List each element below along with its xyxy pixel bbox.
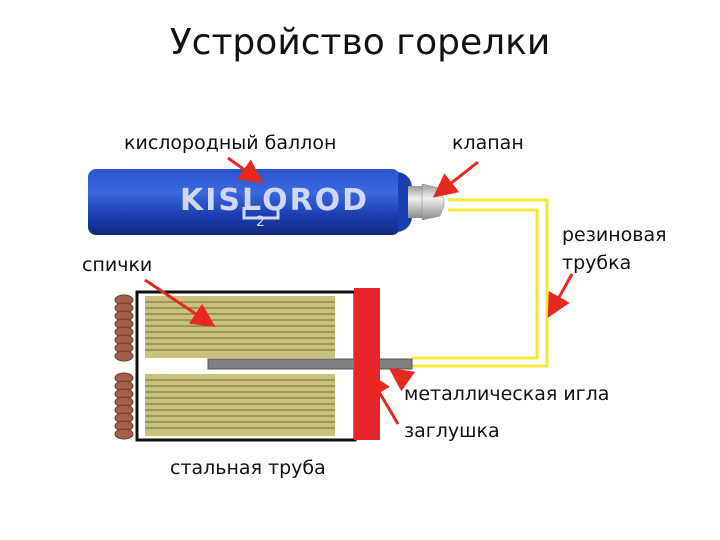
pointer-arrows [144, 156, 574, 425]
label-oxygen-cylinder: кислородный баллон [124, 132, 337, 154]
label-plug: заглушка [404, 420, 500, 442]
page-title: Устройство горелки [169, 22, 551, 63]
matches-lower [145, 374, 335, 436]
arrow-cylinder [227, 156, 264, 184]
matches-upper [145, 296, 335, 358]
metal-needle [207, 358, 413, 370]
arrow-matches [144, 278, 216, 327]
plug [354, 288, 380, 440]
arrow-needle [388, 367, 416, 392]
arrow-plug [367, 372, 400, 425]
label-metal-needle: металлическая игла [404, 383, 610, 405]
arrow-tube [547, 273, 574, 318]
label-steel-pipe: стальная труба [170, 457, 326, 479]
label-rubber-tube-1: резиновая [562, 224, 667, 246]
oxygen-cylinder: KISLOROD 2 [88, 169, 445, 235]
rubber-tube [412, 198, 549, 368]
steel-pipe [114, 288, 413, 442]
label-valve: клапан [452, 132, 524, 154]
arrow-valve [432, 160, 479, 198]
label-matches: спички [82, 254, 153, 276]
cylinder-subscript: 2 [256, 214, 265, 230]
label-rubber-tube-2: трубка [562, 252, 632, 274]
match-heads [114, 294, 134, 440]
cylinder-brand: KISLOROD [180, 183, 369, 218]
